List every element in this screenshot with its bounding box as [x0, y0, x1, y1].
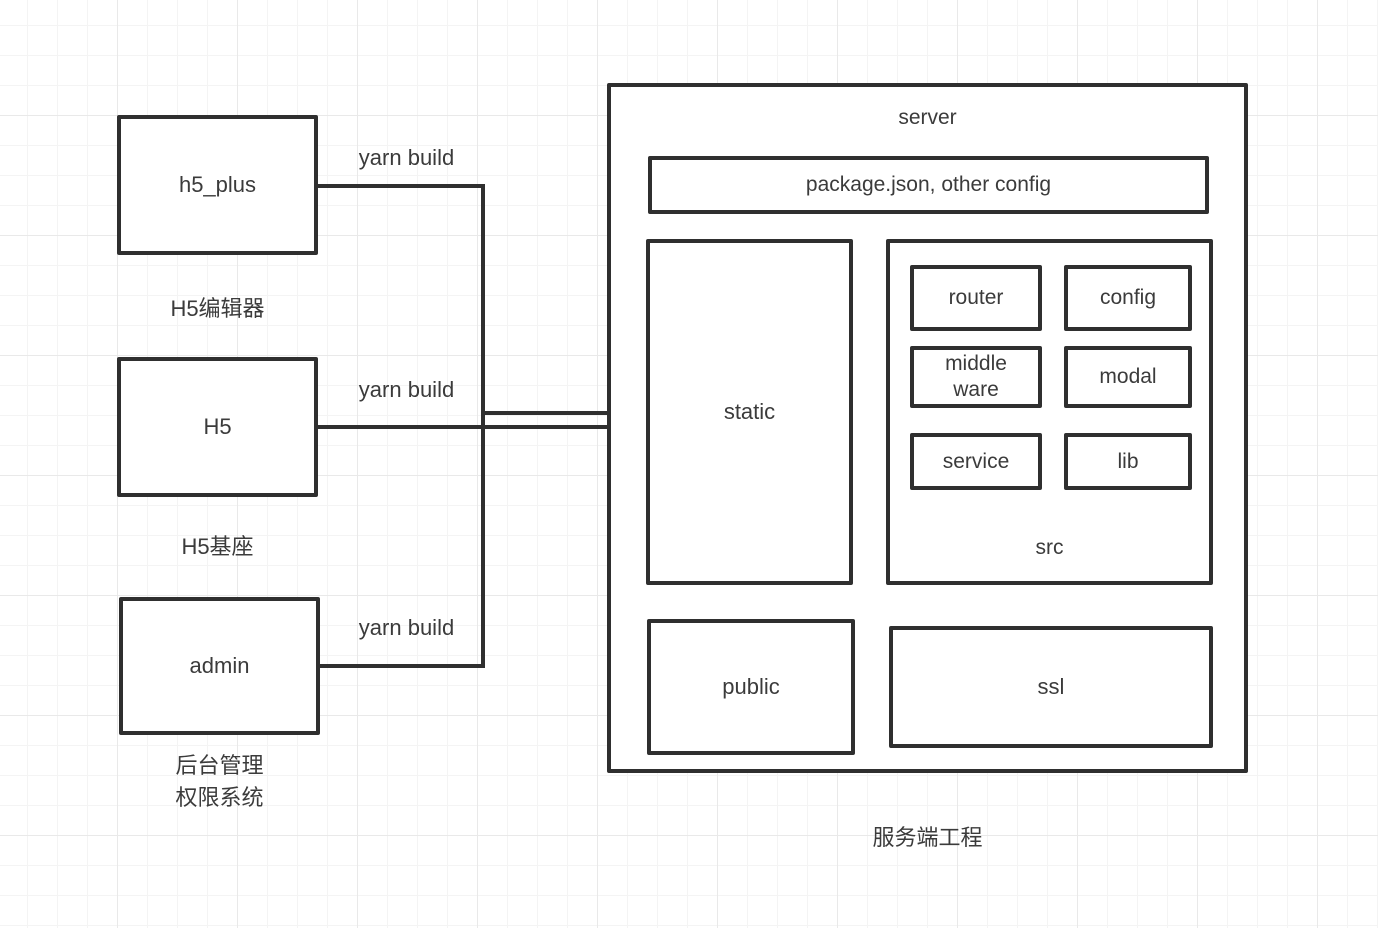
- src-title: src: [1035, 536, 1064, 559]
- node-admin: admin: [119, 597, 320, 735]
- node-ssl: ssl: [889, 626, 1213, 748]
- node-service-label: service: [942, 449, 1010, 473]
- node-public-label: public: [722, 674, 780, 699]
- edge-label-yarn-build-h5: yarn build: [358, 377, 455, 402]
- node-config: config: [1064, 265, 1192, 331]
- node-modal: modal: [1064, 346, 1192, 408]
- node-public: public: [647, 619, 855, 755]
- node-package-json: package.json, other config: [648, 156, 1209, 214]
- caption-h5-editor: H5编辑器: [170, 296, 265, 321]
- connector-trunk-to-static: [481, 411, 627, 415]
- node-middleware: middle ware: [910, 346, 1042, 408]
- node-static-label: static: [723, 399, 776, 424]
- edge-label-yarn-build-admin: yarn build: [358, 615, 455, 640]
- node-admin-label: admin: [189, 653, 250, 678]
- connector-admin-horizontal: [320, 664, 485, 668]
- node-service: service: [910, 433, 1042, 490]
- node-router: router: [910, 265, 1042, 331]
- caption-admin-system: 后台管理 权限系统: [119, 750, 320, 814]
- connector-h5-to-static: [318, 425, 627, 429]
- node-h5-plus-label: h5_plus: [178, 172, 257, 197]
- node-lib: lib: [1064, 433, 1192, 490]
- edge-label-yarn-build-h5plus: yarn build: [358, 145, 455, 170]
- node-lib-label: lib: [1117, 449, 1139, 473]
- node-h5: H5: [117, 357, 318, 497]
- server-title: server: [898, 106, 957, 129]
- caption-admin-line1: 后台管理: [175, 753, 264, 778]
- connector-h5plus-horizontal: [318, 184, 485, 188]
- caption-server-project: 服务端工程: [872, 825, 983, 850]
- node-h5-label: H5: [203, 414, 232, 439]
- caption-admin-line2: 权限系统: [175, 785, 264, 810]
- node-config-label: config: [1099, 286, 1157, 309]
- node-router-label: router: [948, 286, 1004, 309]
- caption-h5-base: H5基座: [181, 534, 254, 559]
- node-package-json-label: package.json, other config: [805, 173, 1052, 196]
- node-h5-plus: h5_plus: [117, 115, 318, 255]
- node-static: static: [646, 239, 853, 585]
- node-middleware-label: middle ware: [945, 352, 1007, 401]
- node-ssl-label: ssl: [1037, 674, 1065, 699]
- node-modal-label: modal: [1099, 365, 1157, 388]
